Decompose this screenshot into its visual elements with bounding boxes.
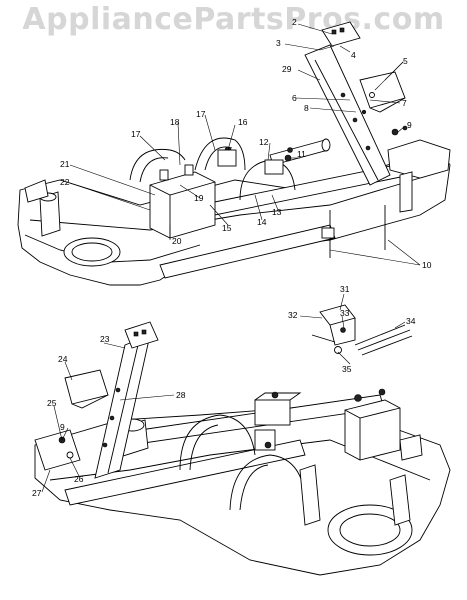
callout-12: 12 [259, 137, 269, 147]
callout-9b: 9 [60, 422, 65, 432]
callout-14: 14 [257, 217, 267, 227]
top-frame-assembly [17, 21, 451, 286]
callout-31: 31 [340, 284, 350, 294]
watermark: AppliancePartsPros.com [22, 2, 445, 37]
callout-17b: 17 [196, 109, 206, 119]
callout-6: 6 [292, 93, 297, 103]
callout-33: 33 [340, 308, 350, 318]
callout-19: 19 [194, 193, 204, 203]
callout-10: 10 [422, 260, 432, 270]
callout-28: 28 [176, 390, 186, 400]
callout-26: 26 [74, 474, 84, 484]
callout-29: 29 [282, 64, 292, 74]
callout-34: 34 [406, 316, 416, 326]
callout-25: 25 [47, 398, 57, 408]
callout-13: 13 [272, 207, 282, 217]
callout-3: 3 [276, 38, 281, 48]
callout-2: 2 [292, 17, 297, 27]
callout-5: 5 [403, 56, 408, 66]
callout-17a: 17 [131, 129, 141, 139]
callout-18: 18 [170, 117, 180, 127]
callout-23: 23 [100, 334, 110, 344]
callout-8: 8 [304, 103, 309, 113]
callout-numbers: 2 3 4 5 6 7 8 9 10 11 12 13 14 15 16 17 … [32, 17, 432, 498]
callout-22: 22 [60, 177, 70, 187]
callout-21: 21 [60, 159, 70, 169]
callout-32: 32 [288, 310, 298, 320]
callout-11: 11 [297, 149, 306, 159]
callout-7: 7 [402, 98, 407, 108]
callout-35: 35 [342, 364, 352, 374]
callout-4: 4 [351, 50, 356, 60]
bottom-frame-assembly [34, 321, 451, 576]
callout-20: 20 [172, 236, 182, 246]
callout-9: 9 [407, 120, 412, 130]
callout-16: 16 [238, 117, 248, 127]
detail-inset [311, 304, 413, 356]
callout-27: 27 [32, 488, 42, 498]
callout-15: 15 [222, 223, 232, 233]
callout-24: 24 [58, 354, 68, 364]
leader-lines [41, 23, 421, 493]
